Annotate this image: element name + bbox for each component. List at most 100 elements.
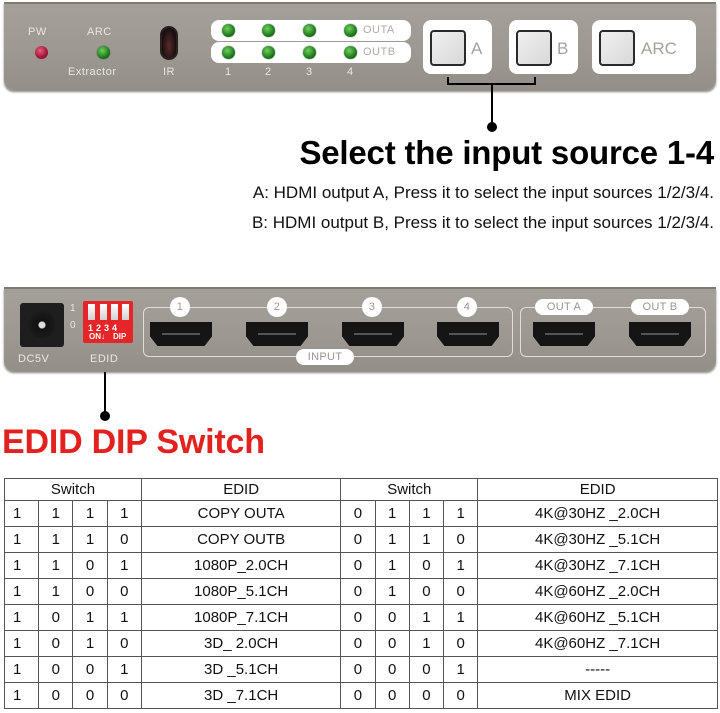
outa-row-label: OUTA <box>363 24 395 36</box>
led-outb-3-icon <box>303 46 316 59</box>
left-switch-2-cell: 1 <box>38 526 74 553</box>
left-edid-cell: COPY OUTB <box>140 526 342 553</box>
left-switch-1-cell: 1 <box>3 526 40 553</box>
led-col-2-label: 2 <box>265 66 272 78</box>
dip-on-label: ON↓ <box>89 332 105 341</box>
power-led-icon <box>35 46 48 59</box>
left-switch-4-cell: 1 <box>106 656 142 683</box>
left-edid-cell: 3D _7.1CH <box>140 682 342 709</box>
right-edid-cell: 4K@60HZ _2.0CH <box>477 578 718 605</box>
left-switch-4-cell: 0 <box>106 682 142 709</box>
edid-leader-dot-icon <box>100 411 110 421</box>
right-edid-cell: ----- <box>477 656 718 683</box>
dip-switch-3[interactable] <box>111 304 118 320</box>
pw-label: PW <box>28 26 47 38</box>
out-b-badge: OUT B <box>631 299 689 315</box>
right-switch-4-cell: 0 <box>443 526 479 553</box>
right-switch-4-cell: 1 <box>443 500 479 527</box>
left-switch-4-cell: 0 <box>106 630 142 657</box>
left-switch-2-cell: 1 <box>38 578 74 605</box>
right-switch-1-cell: 0 <box>340 630 376 657</box>
dip-switch-4[interactable] <box>122 304 129 320</box>
left-edid-cell: 3D _5.1CH <box>140 656 342 683</box>
right-switch-1-cell: 0 <box>340 526 376 553</box>
edid-dip-switch-title: EDID DIP Switch <box>2 423 265 461</box>
right-switch-2-cell: 0 <box>374 656 410 683</box>
header-edid-left: EDID <box>140 478 342 501</box>
description-b: B: HDMI output B, Press it to select the… <box>251 213 714 232</box>
right-switch-2-cell: 0 <box>374 682 410 709</box>
left-switch-3-cell: 1 <box>72 500 108 527</box>
button-arc-label: ARC <box>641 39 677 58</box>
led-col-4-label: 4 <box>347 66 354 78</box>
button-a[interactable]: A <box>423 20 492 74</box>
button-b-label: B <box>557 39 569 58</box>
right-switch-4-cell: 0 <box>443 682 479 709</box>
left-switch-3-cell: 0 <box>72 656 108 683</box>
left-switch-4-cell: 1 <box>106 552 142 579</box>
arc-extractor-label: Extractor <box>68 66 117 78</box>
button-a-key-icon[interactable] <box>430 30 466 66</box>
ab-leader-dot-icon <box>487 122 497 132</box>
right-edid-cell: 4K@30HZ _2.0CH <box>477 500 718 527</box>
left-edid-cell: 1080P_2.0CH <box>140 552 342 579</box>
left-switch-2-cell: 0 <box>38 656 74 683</box>
left-switch-2-cell: 0 <box>38 630 74 657</box>
right-switch-1-cell: 0 <box>340 500 376 527</box>
right-edid-cell: 4K@60HZ _5.1CH <box>477 604 718 631</box>
right-switch-3-cell: 0 <box>408 682 445 709</box>
left-switch-3-cell: 0 <box>72 682 108 709</box>
led-col-1-label: 1 <box>225 66 232 78</box>
left-switch-1-cell: 1 <box>3 500 40 527</box>
left-switch-1-cell: 1 <box>3 604 40 631</box>
right-switch-3-cell: 1 <box>408 526 445 553</box>
right-switch-4-cell: 1 <box>443 604 479 631</box>
input-group-label: INPUT <box>296 349 354 365</box>
right-edid-cell: MIX EDID <box>477 682 718 709</box>
left-switch-1-cell: 1 <box>3 552 40 579</box>
right-switch-1-cell: 0 <box>340 552 376 579</box>
button-b[interactable]: B <box>509 20 578 74</box>
right-edid-cell: 4K@30HZ _7.1CH <box>477 552 718 579</box>
dc-power-jack-icon <box>20 303 64 347</box>
left-switch-1-cell: 1 <box>3 578 40 605</box>
led-outb-4-icon <box>344 46 357 59</box>
right-switch-1-cell: 0 <box>340 656 376 683</box>
led-outb-1-icon <box>222 46 235 59</box>
left-switch-2-cell: 1 <box>38 552 74 579</box>
button-arc[interactable]: ARC <box>592 20 696 74</box>
description-a: A: HDMI output A, Press it to select the… <box>252 183 714 202</box>
right-switch-2-cell: 0 <box>374 630 410 657</box>
arc-label: ARC <box>87 26 112 38</box>
dip-numbers: 1234 <box>88 323 121 333</box>
dip-label: DIP <box>113 332 127 341</box>
hdmi-out-a-port-icon <box>533 322 595 346</box>
right-switch-4-cell: 0 <box>443 630 479 657</box>
ab-leader-line <box>491 84 493 124</box>
left-edid-cell: 3D_ 2.0CH <box>140 630 342 657</box>
header-switch-left: Switch <box>4 478 142 501</box>
left-edid-cell: 1080P_5.1CH <box>140 578 342 605</box>
edid-dip-switch[interactable]: 1234 ON↓ DIP <box>83 301 133 343</box>
left-switch-1-cell: 1 <box>3 656 40 683</box>
right-switch-3-cell: 1 <box>408 500 445 527</box>
dip-switch-1[interactable] <box>88 304 95 320</box>
edid-leader-line <box>104 372 106 416</box>
right-edid-cell: 4K@30HZ _5.1CH <box>477 526 718 553</box>
input-4-badge: 4 <box>457 297 477 317</box>
led-outa-3-icon <box>303 24 316 37</box>
led-outa-2-icon <box>262 24 275 37</box>
dip-switch-2[interactable] <box>100 304 107 320</box>
led-col-3-label: 3 <box>306 66 313 78</box>
button-a-label: A <box>471 39 483 58</box>
left-switch-3-cell: 0 <box>72 552 108 579</box>
button-arc-key-icon[interactable] <box>599 30 635 66</box>
button-b-key-icon[interactable] <box>516 30 552 66</box>
